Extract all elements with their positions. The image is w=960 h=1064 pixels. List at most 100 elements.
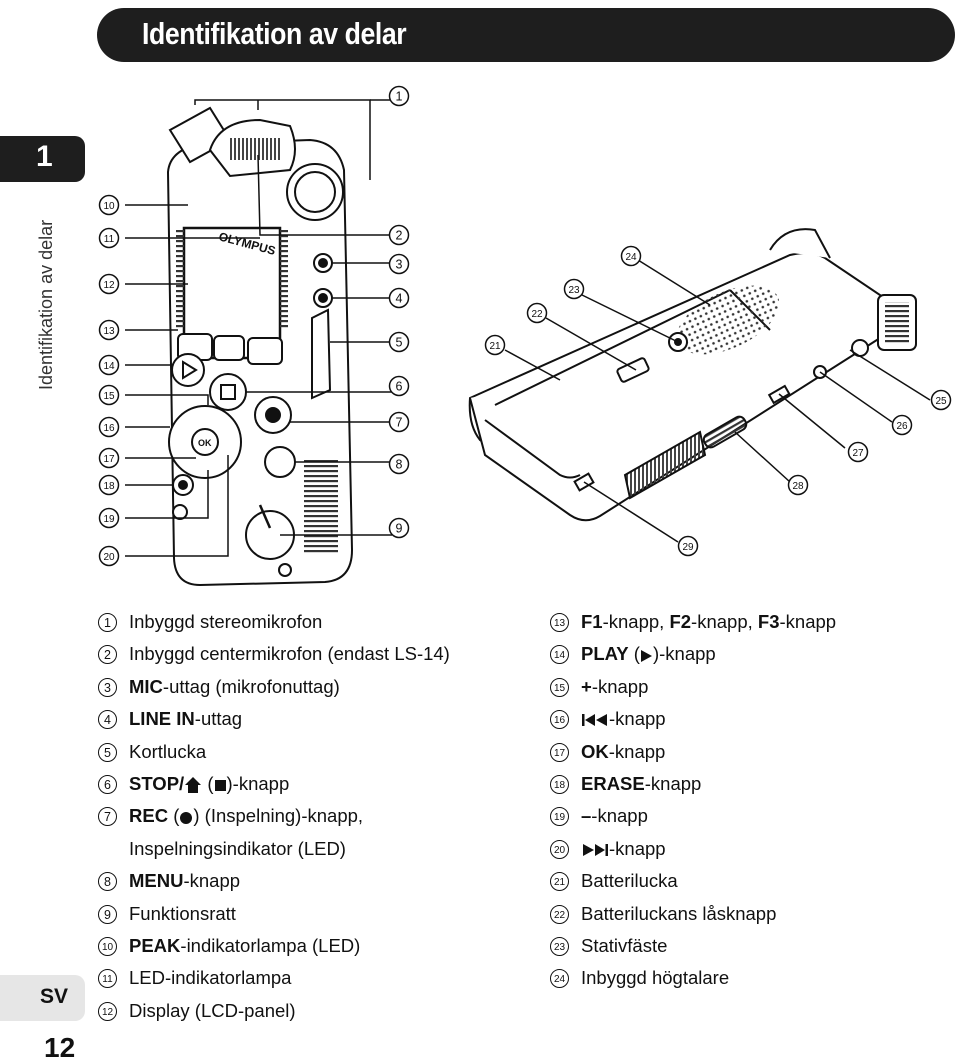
callout-6: 6 xyxy=(396,380,403,394)
callout-5: 5 xyxy=(396,336,403,350)
legend-number: 11 xyxy=(98,969,117,989)
legend-number: 12 xyxy=(98,1001,117,1021)
legend-number: 10 xyxy=(98,937,117,957)
legend-number: 17 xyxy=(550,742,569,762)
legend-number: 23 xyxy=(550,937,569,957)
recorder-front-view: OK xyxy=(166,106,354,587)
legend-number: 13 xyxy=(550,613,569,632)
legend-item: 16-knapp xyxy=(550,703,950,735)
callout-26: 26 xyxy=(896,421,908,432)
callout-13: 13 xyxy=(103,326,115,337)
callout-28: 28 xyxy=(792,481,804,492)
callout-20: 20 xyxy=(103,552,115,563)
skip-forward-icon xyxy=(583,843,608,856)
callout-18: 18 xyxy=(103,481,115,492)
page-number: 12 xyxy=(44,1032,76,1063)
play-icon xyxy=(640,649,652,662)
legend-number: 15 xyxy=(550,677,569,697)
chapter-tab: 1 xyxy=(0,136,85,182)
legend-number: 24 xyxy=(550,969,569,989)
legend-number: 2 xyxy=(98,645,117,665)
legend-number: 4 xyxy=(98,710,117,730)
legend-number: 18 xyxy=(550,775,569,795)
callout-17: 17 xyxy=(103,454,115,465)
skip-back-icon xyxy=(582,714,607,727)
chapter-side-label-text: Identifikation av delar xyxy=(36,219,56,390)
legend-number: 8 xyxy=(98,872,117,892)
page-title: Identifikation av delar xyxy=(142,16,407,51)
callout-25: 25 xyxy=(935,396,947,407)
callout-23: 23 xyxy=(568,285,580,296)
legend-number: 6 xyxy=(98,775,117,795)
legend-number: 19 xyxy=(550,807,569,827)
callout-numbers-right: 21 22 23 24 25 26 27 28 29 xyxy=(484,245,952,557)
callout-27: 27 xyxy=(852,448,864,459)
home-icon xyxy=(185,777,202,794)
device-illustration: OK OLYMPUS xyxy=(98,85,952,587)
callout-16: 16 xyxy=(103,423,115,434)
legend-number: 5 xyxy=(98,742,117,762)
callout-15: 15 xyxy=(103,391,115,402)
legend-number: 22 xyxy=(550,904,569,924)
callout-14: 14 xyxy=(103,361,115,372)
legend-item: 19–-knapp xyxy=(550,800,950,832)
chapter-side-label: Identifikation av delar xyxy=(34,200,58,390)
leader-lines-right xyxy=(504,259,931,543)
legend-number: 1 xyxy=(98,613,117,632)
callout-22: 22 xyxy=(531,309,543,320)
leader-lines-left xyxy=(125,99,392,557)
callout-24: 24 xyxy=(625,252,637,263)
language-badge: SV xyxy=(0,975,85,1021)
callout-1: 1 xyxy=(396,90,403,104)
callout-4: 4 xyxy=(396,292,403,306)
callout-11: 11 xyxy=(104,234,115,245)
legend-number: 9 xyxy=(98,904,117,924)
callout-9: 9 xyxy=(396,522,403,536)
stop-icon xyxy=(214,779,226,791)
callout-19: 19 xyxy=(103,514,115,525)
callout-10: 10 xyxy=(103,201,115,212)
recorder-back-view xyxy=(468,228,917,522)
callout-29: 29 xyxy=(682,542,694,553)
chapter-number: 1 xyxy=(36,140,53,173)
legend-number: 7 xyxy=(98,807,117,827)
callout-numbers-left: 1 2 3 4 5 6 7 8 9 10 11 12 13 14 15 16 1… xyxy=(98,85,410,567)
language-code: SV xyxy=(40,985,69,1008)
callout-7: 7 xyxy=(396,416,403,430)
callout-2: 2 xyxy=(396,229,403,243)
page-header: Identifikation av delar xyxy=(97,8,955,62)
callout-3: 3 xyxy=(396,258,403,272)
legend-number: 21 xyxy=(550,872,569,892)
callout-21: 21 xyxy=(489,341,501,352)
legend-item: 20-knapp xyxy=(550,833,950,865)
legend-number: 16 xyxy=(550,710,569,730)
svg-text:OK: OK xyxy=(198,438,212,448)
legend-number: 14 xyxy=(550,645,569,665)
callout-12: 12 xyxy=(103,280,115,291)
legend-item: 15+-knapp xyxy=(550,671,950,703)
callout-8: 8 xyxy=(396,458,403,472)
legend-number: 3 xyxy=(98,677,117,697)
